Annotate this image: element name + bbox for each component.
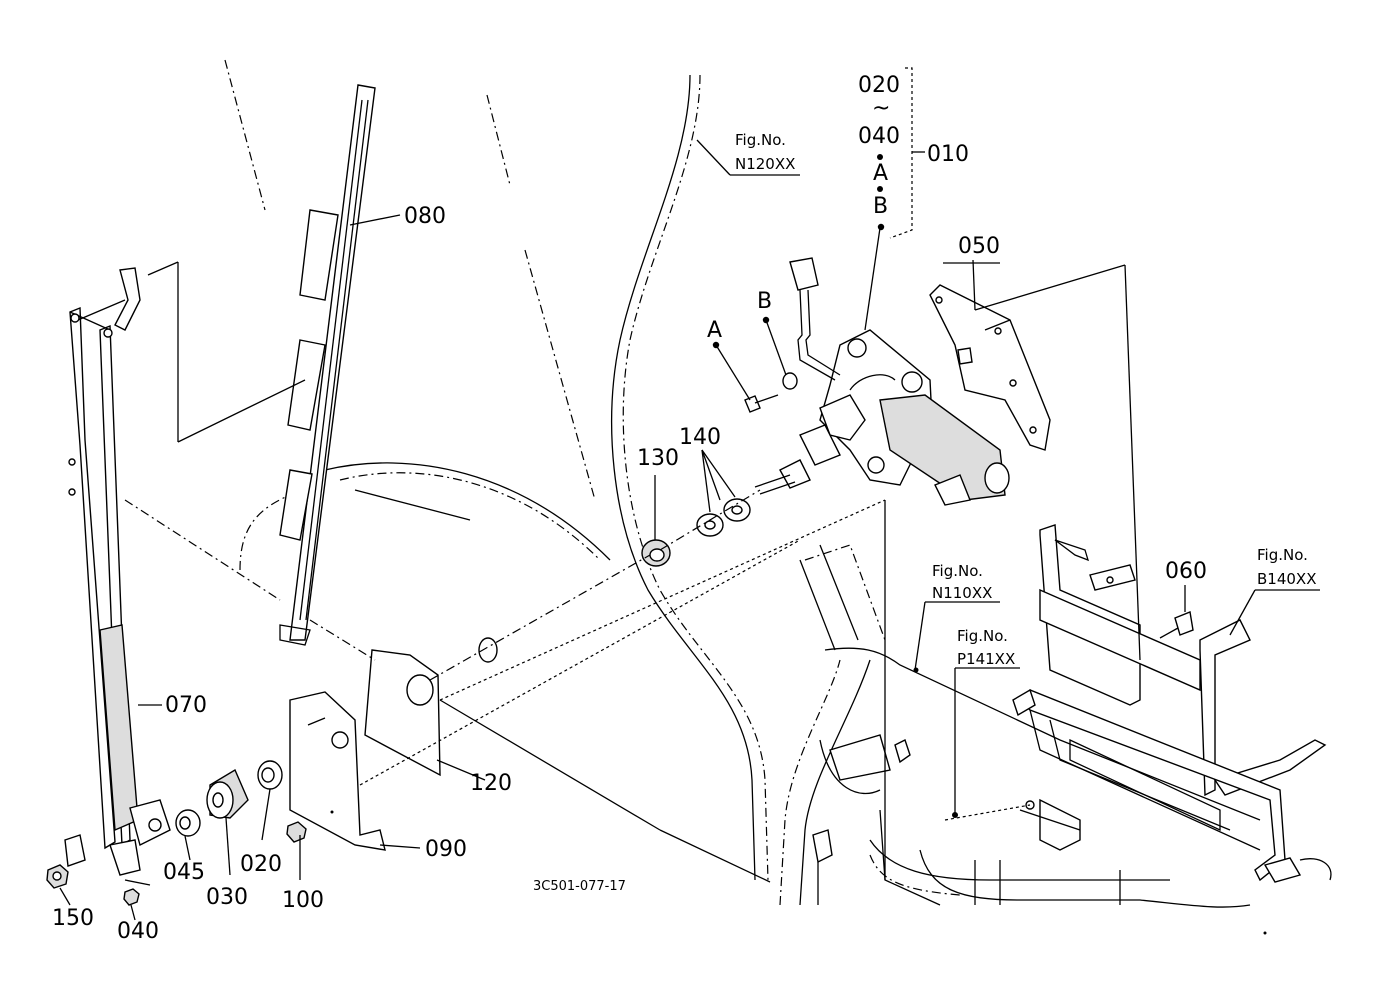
label-120: 120: [470, 771, 512, 796]
label-030: 030: [206, 885, 248, 910]
frame-assembly: [812, 524, 1332, 935]
fig-ref-n110-title: Fig.No.: [932, 562, 983, 580]
leader-lines: [59, 67, 1320, 921]
label-130: 130: [637, 446, 679, 471]
wiper-blade: [279, 84, 376, 646]
label-100: 100: [282, 888, 324, 913]
hardware-parts: [46, 372, 1194, 906]
label-140: 140: [679, 425, 721, 450]
fig-ref-p141-title: Fig.No.: [957, 627, 1008, 645]
label-040: 040: [117, 919, 159, 944]
fig-ref-p141-code: P141XX: [957, 650, 1015, 668]
fig-ref-n110-code: N110XX: [932, 584, 992, 602]
label-150: 150: [52, 906, 94, 931]
wiper-motor: [754, 257, 1010, 506]
label-b-top: B: [873, 194, 888, 219]
label-tilde: ~: [872, 96, 890, 121]
marker-dots: [712, 154, 958, 818]
label-045: 045: [163, 860, 205, 885]
label-050: 050: [958, 234, 1000, 259]
label-040-range-end: 040: [858, 124, 900, 149]
alignment-lines: [124, 319, 1031, 883]
part-labels: 020 ~ 040 A B 010 050 060 080 070 120 09…: [52, 73, 1207, 944]
label-060: 060: [1165, 559, 1207, 584]
fig-ref-b140-title: Fig.No.: [1257, 546, 1308, 564]
label-a-top: A: [873, 161, 888, 186]
fig-ref-n120-title: Fig.No.: [735, 131, 786, 149]
label-020-range-start: 020: [858, 73, 900, 98]
wiper-arm: [64, 261, 306, 876]
label-080: 080: [404, 204, 446, 229]
motor-bracket: [929, 284, 1051, 451]
label-020: 020: [240, 852, 282, 877]
label-010: 010: [927, 142, 969, 167]
label-070: 070: [165, 693, 207, 718]
fig-ref-n120-code: N120XX: [735, 155, 795, 173]
fig-ref-b140-code: B140XX: [1257, 570, 1316, 588]
label-a: A: [707, 318, 722, 343]
diagram-code: 3C501-077-17: [533, 879, 626, 894]
label-090: 090: [425, 837, 467, 862]
label-b: B: [757, 289, 772, 314]
figure-references: Fig.No. N120XX Fig.No. N110XX Fig.No. P1…: [735, 131, 1316, 668]
